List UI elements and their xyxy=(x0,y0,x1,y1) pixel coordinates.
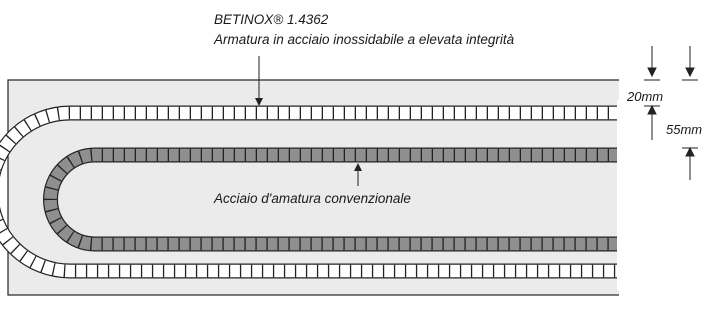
stainless-product-name: BETINOX® 1.4362 xyxy=(214,12,329,27)
conventional-leader-arrow xyxy=(354,163,362,186)
dimension-cover-20mm xyxy=(644,46,660,140)
dimension-label-55mm: 55mm xyxy=(666,122,702,137)
stainless-description: Armatura in acciaio inossidabile a eleva… xyxy=(213,32,515,47)
dimension-label-20mm: 20mm xyxy=(626,89,663,104)
conventional-bar-label: Acciaio d'amatura convenzionale xyxy=(213,191,411,206)
bar-end-caps xyxy=(617,100,627,290)
dimension-cover-55mm xyxy=(682,46,698,180)
conventional-steel-bar xyxy=(43,147,620,252)
stainless-leader-arrow xyxy=(255,56,263,106)
stainless-steel-bar xyxy=(0,105,620,279)
